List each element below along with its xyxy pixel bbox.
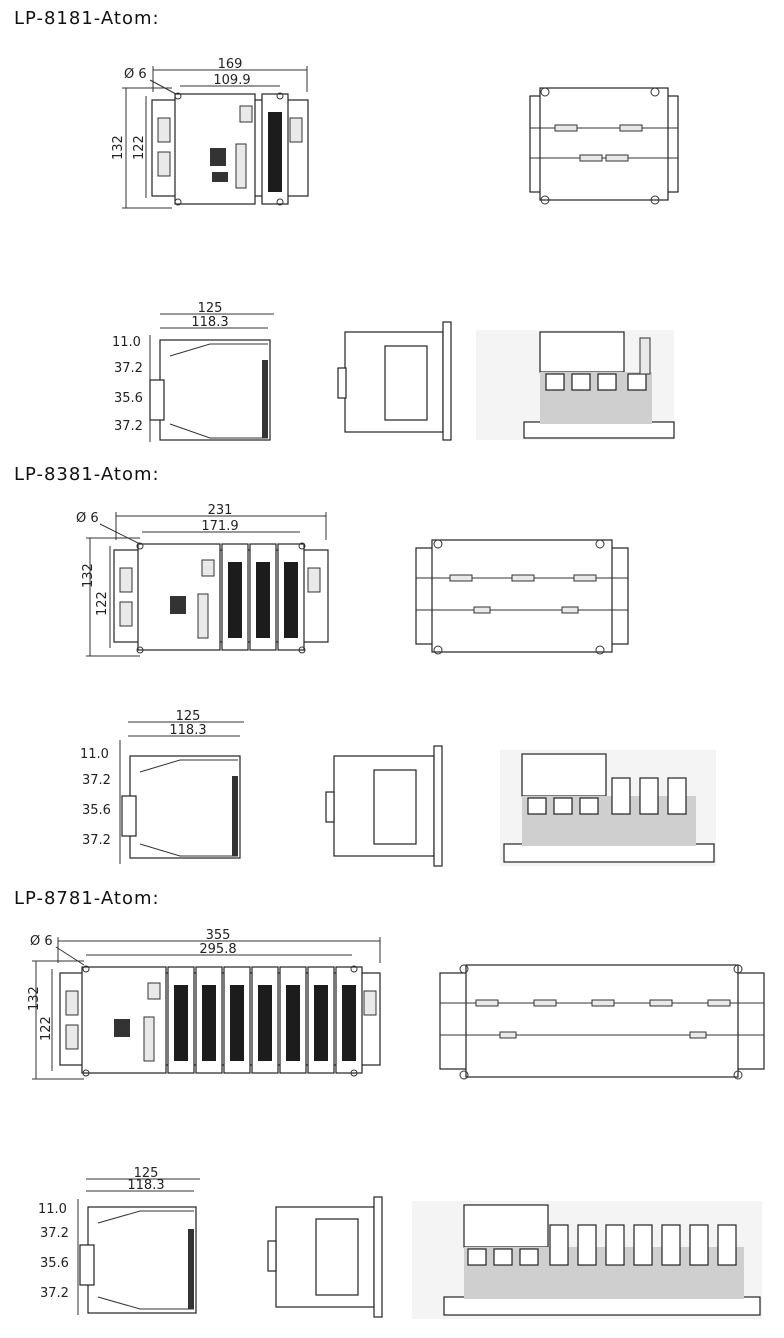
dim-hole-span: 109.9 bbox=[213, 73, 250, 88]
side-view-body bbox=[149, 339, 271, 441]
dim-hole-span: 295.8 bbox=[199, 942, 236, 957]
dim-inner-height: 122 bbox=[95, 591, 110, 616]
dim-d2: 37.2 bbox=[40, 1226, 69, 1241]
front-view-body bbox=[59, 965, 381, 1077]
dim-d3: 35.6 bbox=[114, 391, 143, 406]
dim-width: 231 bbox=[208, 503, 233, 518]
dim-inner-height: 122 bbox=[132, 135, 147, 160]
dim-width: 169 bbox=[218, 57, 243, 72]
dim-d4: 37.2 bbox=[40, 1286, 69, 1301]
lp8781-drawings: 355 295.8 Ø 6 132 122 bbox=[27, 928, 765, 1319]
isometric-view bbox=[476, 330, 675, 440]
top-view bbox=[439, 964, 765, 1080]
side-view-dimensions: 125 118.3 11.0 37.2 35.6 37.2 bbox=[80, 709, 244, 864]
dim-hole-span: 171.9 bbox=[201, 519, 238, 534]
front-view-dimensions: 169 Ø 6 109.9 Ø 6 132 122 bbox=[111, 57, 308, 209]
dim-hole-dia: Ø 6 bbox=[30, 934, 53, 949]
front-view-body bbox=[113, 542, 329, 654]
dim-height: 132 bbox=[27, 986, 42, 1011]
front-view-dimensions: 355 295.8 Ø 6 132 122 bbox=[27, 928, 381, 1080]
top-view bbox=[415, 539, 629, 655]
dim-d4: 37.2 bbox=[114, 419, 143, 434]
rear-view bbox=[267, 1196, 383, 1318]
dim-d1: 11.0 bbox=[112, 335, 141, 350]
dim-inner-height: 122 bbox=[39, 1016, 54, 1041]
dim-d2: 37.2 bbox=[114, 361, 143, 376]
section-title: LP-8181-Atom: bbox=[14, 8, 160, 29]
section-title: LP-8381-Atom: bbox=[14, 464, 160, 485]
side-view-body bbox=[121, 755, 241, 859]
dim-d2: 37.2 bbox=[82, 773, 111, 788]
top-view bbox=[529, 87, 679, 205]
dim-inner-depth: 118.3 bbox=[127, 1178, 164, 1193]
dim-height: 132 bbox=[81, 563, 96, 588]
lp8381-drawings: 231 171.9 Ø 6 132 122 bbox=[76, 503, 716, 867]
side-view-dimensions: 125 118.3 11.0 37.2 35.6 37.2 bbox=[38, 1166, 200, 1315]
front-view-body bbox=[151, 92, 309, 206]
dim-d3: 35.6 bbox=[40, 1256, 69, 1271]
dim-inner-depth: 118.3 bbox=[169, 723, 206, 738]
dim-depth: 125 bbox=[134, 1166, 159, 1181]
dim-depth: 125 bbox=[176, 709, 201, 724]
side-view-body bbox=[79, 1206, 197, 1314]
dim-inner-depth: 118.3 bbox=[191, 315, 228, 330]
rear-view bbox=[325, 745, 443, 867]
dim-hole-dia: Ø 6 bbox=[124, 67, 147, 82]
dim-hole-dia: Ø 6 bbox=[76, 511, 99, 526]
lp8181-drawings: 169 Ø 6 109.9 Ø 6 132 122 bbox=[111, 57, 679, 442]
dim-d1: 11.0 bbox=[80, 747, 109, 762]
front-view-dimensions: 231 171.9 Ø 6 132 122 bbox=[76, 503, 327, 657]
dim-d3: 35.6 bbox=[82, 803, 111, 818]
side-view-dimensions: 125 118.3 11.0 37.2 35.6 37.2 bbox=[112, 301, 274, 442]
dim-d4: 37.2 bbox=[82, 833, 111, 848]
rear-view bbox=[337, 321, 452, 441]
dim-width: 355 bbox=[206, 928, 231, 943]
isometric-view bbox=[412, 1201, 762, 1319]
section-title: LP-8781-Atom: bbox=[14, 888, 160, 909]
dim-height: 132 bbox=[111, 135, 126, 160]
isometric-view bbox=[500, 750, 716, 866]
dim-d1: 11.0 bbox=[38, 1202, 67, 1217]
dim-depth: 125 bbox=[198, 301, 223, 316]
